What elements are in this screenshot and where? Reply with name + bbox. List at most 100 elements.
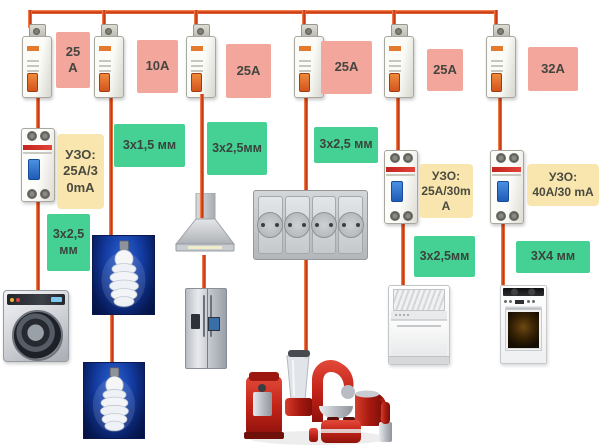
circuit-wire [401, 222, 405, 288]
socket-hole [355, 223, 360, 227]
socket-hole [261, 223, 266, 227]
rcd-toggle [28, 159, 40, 180]
supply-bus-wire [28, 10, 497, 14]
socket-outlet-image [253, 190, 368, 260]
breaker-spec-lines [385, 57, 405, 75]
rcd-brand-stripe [23, 145, 52, 150]
breaker-rating-label-4: 25А [321, 41, 372, 94]
wire-gauge-label-1: 3х2,5 мм [47, 214, 90, 271]
rcd-rating-label-3: УЗО: 40А/30 mA [527, 164, 599, 206]
breaker-body [94, 36, 124, 98]
dishwasher-door [391, 320, 447, 356]
circuit-wire [200, 94, 204, 218]
screw-icon [402, 211, 413, 221]
washer-button-icon [16, 297, 20, 302]
breaker-toggle [27, 73, 38, 92]
rcd-device-3 [490, 150, 524, 224]
breaker-rating-label-5: 25А [427, 49, 463, 91]
rcd-terminals [21, 189, 55, 199]
circuit-breaker-6 [486, 24, 516, 98]
socket-hole [302, 223, 307, 227]
screw-icon [105, 28, 112, 35]
dishwasher-base [389, 356, 449, 364]
rcd-device-1 [21, 128, 55, 202]
socket-hole [328, 223, 333, 227]
circuit-wire [498, 94, 502, 152]
screw-icon [395, 28, 402, 35]
screw-icon [402, 153, 413, 163]
socket-hole [275, 223, 280, 227]
circuit-wire [202, 255, 206, 290]
socket-icon [310, 196, 337, 254]
circuit-breaker-3 [186, 24, 216, 98]
screw-icon [508, 211, 519, 221]
wire-gauge-label-3: 3х2,5мм [207, 122, 267, 175]
washer-knob-icon [10, 297, 14, 302]
screw-icon [389, 153, 400, 163]
bus-drop-wire [494, 10, 498, 30]
breaker-rating-label-3: 25А [226, 44, 271, 98]
breaker-body [186, 36, 216, 98]
screw-icon [389, 211, 400, 221]
breaker-toggle [99, 73, 110, 92]
stove-control-panel [504, 298, 543, 305]
breaker-spec-lines [295, 57, 315, 75]
fridge-display [208, 317, 221, 332]
breaker-toggle [389, 73, 400, 92]
circuit-breaker-5 [384, 24, 414, 98]
breaker-toggle [191, 73, 202, 92]
washer-display [51, 297, 62, 302]
screw-icon [26, 131, 37, 141]
breaker-toggle [299, 73, 310, 92]
screw-icon [39, 189, 50, 199]
circuit-wire [109, 94, 113, 237]
circuit-wire [110, 311, 114, 364]
socket-icon [337, 196, 364, 254]
socket-hole [288, 223, 293, 227]
screw-icon [495, 211, 506, 221]
breaker-body [384, 36, 414, 98]
fridge-door-split [206, 289, 208, 368]
breaker-body [22, 36, 52, 98]
breaker-brand-stripe [389, 46, 401, 51]
rcd-terminals [384, 211, 418, 221]
breaker-spec-lines [487, 57, 507, 75]
rcd-brand-stripe [492, 167, 521, 172]
rcd-toggle [391, 181, 403, 202]
cooker-hood-image [173, 193, 237, 257]
breaker-brand-stripe [299, 46, 311, 51]
electric-stove-image [500, 285, 547, 364]
dishwasher-control-panel [391, 311, 447, 320]
circuit-wire [36, 200, 40, 292]
fridge-handle [202, 295, 205, 337]
kitchen-appliances-drawing [244, 350, 392, 445]
stove-oven-window [506, 310, 541, 350]
circuit-wire [501, 222, 505, 288]
breaker-brand-stripe [491, 46, 503, 51]
socket-hole [341, 223, 346, 227]
cfl-bulb-image-1 [92, 235, 155, 315]
rcd-toggle [497, 181, 509, 202]
circuit-wire [304, 94, 308, 192]
breaker-toggle [491, 73, 502, 92]
breaker-brand-stripe [27, 46, 39, 51]
breaker-brand-stripe [191, 46, 203, 51]
rcd-brand-stripe [386, 167, 415, 172]
screw-icon [197, 28, 204, 35]
rcd-body [384, 150, 418, 224]
circuit-wire [36, 94, 40, 130]
screw-icon [495, 153, 506, 163]
fridge-dispenser [190, 314, 200, 330]
breaker-body [294, 36, 324, 98]
bus-drop-wire [302, 10, 306, 28]
washer-door [12, 310, 63, 361]
screw-icon [39, 131, 50, 141]
rcd-rating-label-1: УЗО: 25А/3 0mA [57, 134, 104, 209]
rcd-rating-label-2: УЗО: 25А/30m А [419, 164, 473, 218]
breaker-spec-lines [23, 57, 43, 75]
refrigerator-image [185, 288, 227, 369]
rcd-body [490, 150, 524, 224]
cfl-bulb-image-2 [83, 362, 145, 439]
socket-icon [257, 196, 284, 254]
breaker-spec-lines [95, 57, 115, 75]
